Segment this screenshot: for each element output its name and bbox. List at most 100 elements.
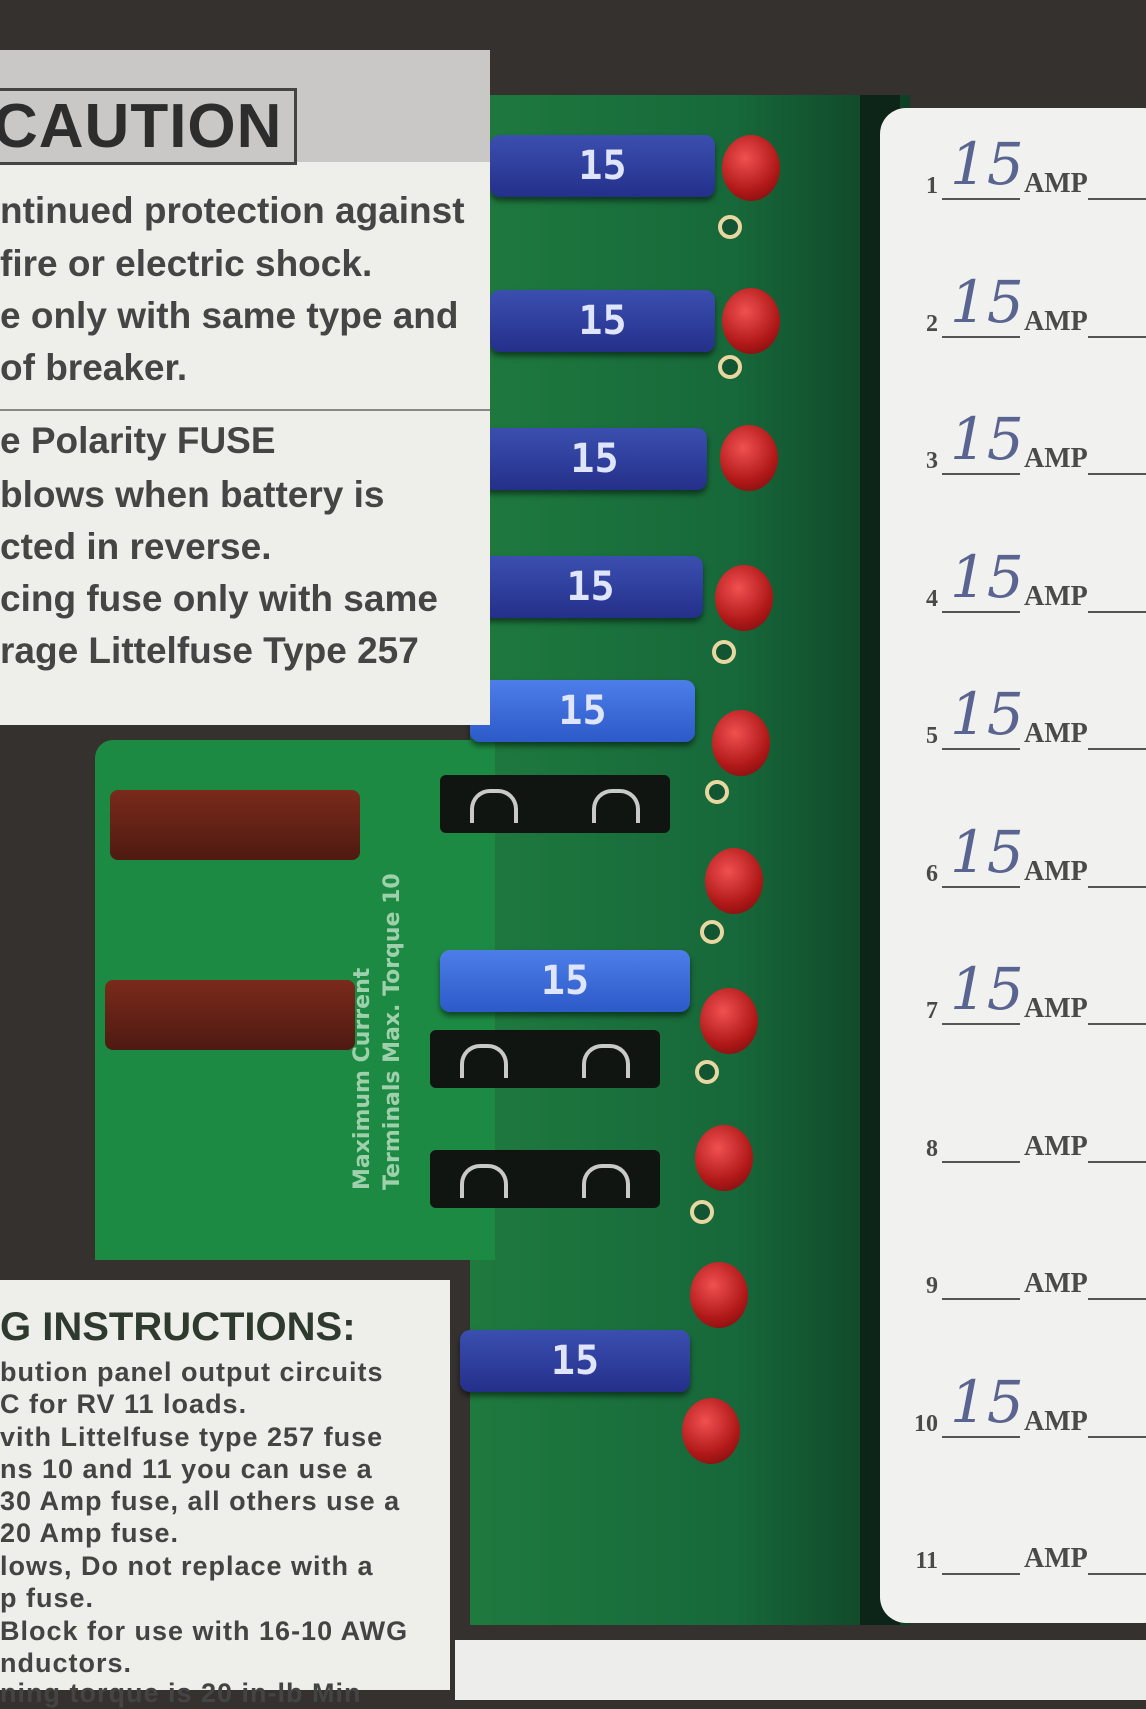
silkscreen-text: Maximum Current — [350, 967, 375, 1190]
instructions-line: nductors. — [0, 1648, 133, 1678]
circuit-number: 11 — [915, 1548, 938, 1574]
caution-line: cing fuse only with same — [0, 578, 438, 619]
circuit-number: 2 — [926, 310, 938, 337]
instructions-line: Block for use with 16-10 AWG — [0, 1616, 409, 1646]
fuse-2[interactable]: 15 — [490, 290, 715, 352]
description-blank — [1087, 306, 1146, 338]
description-blank — [1087, 168, 1146, 200]
fuse-1[interactable]: 15 — [490, 135, 715, 197]
description-blank — [1087, 718, 1146, 750]
circuit-number: 1 — [926, 173, 938, 199]
caution-line: e only with same type and — [0, 295, 459, 336]
indicator-led — [700, 988, 758, 1054]
caution-line: e Polarity FUSE — [0, 420, 276, 461]
handwritten-amp-value: 15 — [950, 1367, 1024, 1436]
fuse-7[interactable]: 15 — [460, 1330, 690, 1392]
amp-row: 11 AMP — [880, 1543, 1146, 1575]
amp-blank: 15 — [942, 955, 1024, 1025]
indicator-led — [705, 848, 763, 914]
solder-pad — [695, 1060, 719, 1084]
amp-unit: AMP — [1024, 855, 1088, 887]
circuit-number: 6 — [926, 860, 938, 887]
amp-blank — [942, 1543, 1020, 1575]
indicator-led — [715, 565, 773, 631]
indicator-led — [695, 1125, 753, 1191]
handwritten-amp-value: 15 — [950, 955, 1024, 1023]
caution-line: fire or electric shock. — [0, 243, 373, 284]
fuse-3[interactable]: 15 — [482, 428, 707, 490]
silkscreen-text: Terminals Max. Torque 10 — [380, 873, 405, 1190]
amp-blank: 15 — [942, 130, 1024, 200]
label-divider — [0, 409, 490, 411]
amp-unit: AMP — [1024, 1268, 1088, 1299]
circuit-number: 5 — [926, 723, 938, 749]
amp-row: 9 AMP — [880, 1268, 1146, 1300]
label-shadow — [0, 50, 490, 162]
instructions-label: G INSTRUCTIONS: bution panel output circ… — [0, 1280, 450, 1708]
indicator-led — [682, 1398, 740, 1464]
circuit-number: 9 — [926, 1273, 938, 1299]
handwritten-amp-value: 15 — [950, 680, 1024, 748]
circuit-number: 10 — [914, 1410, 938, 1437]
indicator-led — [722, 288, 780, 354]
instructions-line: ning torque is 20 in-lb Min — [0, 1678, 362, 1708]
description-blank — [1087, 1406, 1146, 1438]
indicator-led — [720, 425, 778, 491]
handwritten-amp-value: 15 — [950, 817, 1024, 886]
fuse-4[interactable]: 15 — [478, 556, 703, 618]
instructions-line: 20 Amp fuse. — [0, 1518, 180, 1548]
caution-label: CAUTION ntinued protection against fire … — [0, 50, 490, 725]
handwritten-amp-value: 15 — [950, 405, 1024, 473]
instructions-title: G INSTRUCTIONS: — [0, 1305, 356, 1349]
amp-blank: 15 — [942, 405, 1024, 475]
description-blank — [1087, 1131, 1146, 1163]
fuse-6[interactable]: 15 — [440, 950, 690, 1012]
amp-blank — [942, 1131, 1020, 1163]
solder-pad — [690, 1200, 714, 1224]
amp-blank: 15 — [942, 680, 1024, 750]
caution-line: cted in reverse. — [0, 526, 272, 567]
amp-unit: AMP — [1024, 718, 1088, 749]
caution-line: rage Littelfuse Type 257 — [0, 630, 419, 671]
amp-unit: AMP — [1024, 1543, 1088, 1574]
instructions-line: ns 10 and 11 you can use a — [0, 1454, 373, 1484]
handwritten-amp-value: 15 — [950, 130, 1024, 198]
circuit-number: 7 — [926, 998, 938, 1024]
instructions-line: lows, Do not replace with a — [0, 1551, 374, 1581]
fuse-5[interactable]: 15 — [470, 680, 695, 742]
empty-fuse-slot[interactable] — [430, 1030, 660, 1088]
instructions-line: p fuse. — [0, 1583, 95, 1613]
amp-blank: 15 — [942, 818, 1024, 888]
solder-pad — [700, 920, 724, 944]
description-blank — [1087, 1268, 1146, 1300]
handwritten-amp-value: 15 — [950, 542, 1024, 611]
handwritten-amp-value: 15 — [950, 267, 1024, 336]
solder-pad — [705, 780, 729, 804]
circuit-board-lower-left: Maximum Current Terminals Max. Torque 10 — [95, 740, 495, 1260]
indicator-led — [722, 135, 780, 201]
caution-line: ntinued protection against — [0, 190, 465, 231]
caution-title: CAUTION — [0, 88, 298, 165]
amp-unit: AMP — [1024, 443, 1088, 474]
instructions-line: bution panel output circuits — [0, 1357, 384, 1387]
amp-blank: 15 — [942, 543, 1024, 613]
amp-unit: AMP — [1024, 168, 1088, 199]
empty-fuse-slot[interactable] — [440, 775, 670, 833]
label-strip — [455, 1640, 1146, 1700]
description-blank — [1087, 581, 1146, 613]
brown-fuse[interactable] — [110, 790, 360, 860]
empty-fuse-slot[interactable] — [430, 1150, 660, 1208]
brown-fuse[interactable] — [105, 980, 355, 1050]
indicator-led — [712, 710, 770, 776]
amp-unit: AMP — [1024, 305, 1088, 337]
caution-line: blows when battery is — [0, 474, 385, 515]
instructions-line: 30 Amp fuse, all others use a — [0, 1486, 401, 1516]
amp-unit: AMP — [1024, 993, 1088, 1024]
